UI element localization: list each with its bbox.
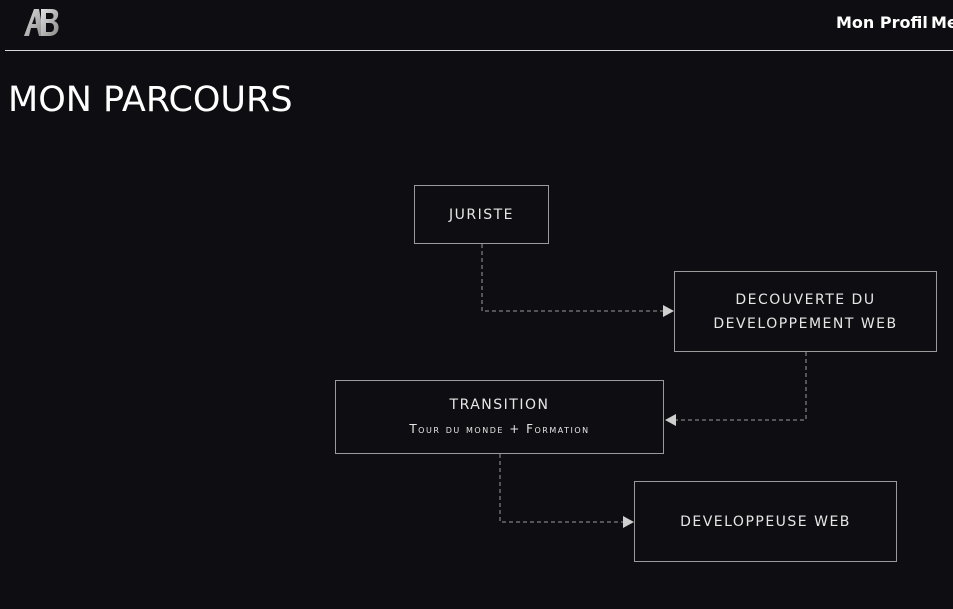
connector-juriste-to-decouverte — [481, 244, 664, 312]
step-subtitle: Tour du monde + Formation — [409, 422, 590, 436]
timeline-step-transition: TRANSITION Tour du monde + Formation — [335, 380, 664, 454]
nav-link-next[interactable]: Me — [931, 13, 953, 32]
page-title: MON PARCOURS — [8, 80, 293, 120]
ab-logo-icon[interactable] — [22, 6, 62, 38]
arrowhead-icon — [623, 516, 634, 528]
step-title: DEVELOPPEUSE WEB — [680, 513, 851, 530]
timeline-step-developpeuse: DEVELOPPEUSE WEB — [634, 481, 897, 562]
step-title-line1: DECOUVERTE DU — [735, 291, 876, 308]
connector-transition-to-dev — [499, 454, 624, 523]
step-title: JURISTE — [448, 206, 515, 223]
arrowhead-icon — [663, 305, 674, 317]
arrowhead-icon — [665, 414, 676, 426]
timeline-step-juriste: JURISTE — [414, 185, 549, 244]
step-title-line2: DEVELOPPEMENT WEB — [713, 315, 898, 332]
site-header: Mon Profil Me — [0, 0, 953, 51]
nav-link-mon-profil[interactable]: Mon Profil — [836, 13, 928, 32]
connector-decouverte-to-transition — [676, 352, 807, 421]
header-divider — [5, 50, 953, 51]
timeline-step-decouverte: DECOUVERTE DU DEVELOPPEMENT WEB — [674, 271, 937, 352]
step-title: TRANSITION — [449, 397, 550, 413]
